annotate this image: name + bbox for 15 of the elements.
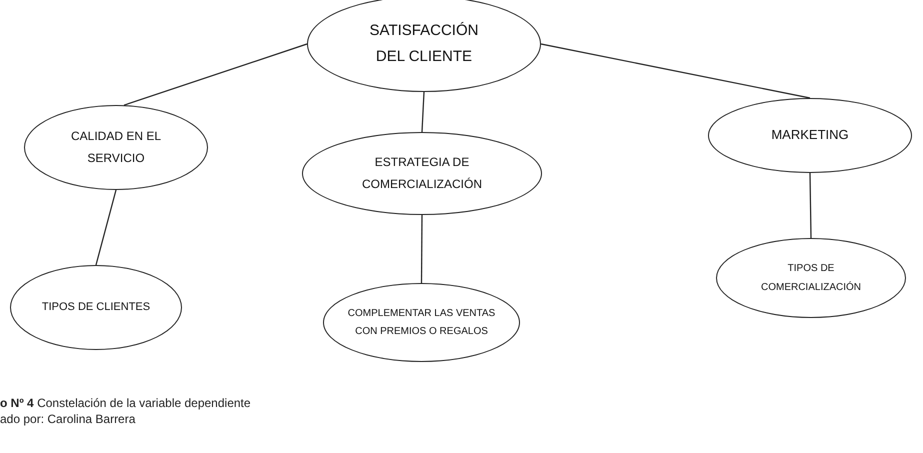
connector-line <box>809 172 812 238</box>
connector-line <box>124 43 308 106</box>
connector-line <box>540 43 810 99</box>
node-text: TIPOS DE COMERCIALIZACIÓN <box>760 262 862 295</box>
connector-line <box>421 92 425 132</box>
author-note: ado por: Carolina Barrera <box>0 412 136 426</box>
figure-caption: o Nº 4 Constelación de la variable dependiente <box>0 396 251 410</box>
node-text: ESTRATEGIA DE COMERCIALIZACIÓN <box>360 154 483 192</box>
connector-line <box>95 190 117 266</box>
connector-line <box>420 215 423 283</box>
node-text: MARKETING <box>771 126 849 144</box>
node-text: COMPLEMENTAR LAS VENTAS CON PREMIOS O REGALOS <box>346 307 496 338</box>
node-text: SATISFACCIÓN DEL CLIENTE <box>368 20 480 67</box>
node-text: CALIDAD EN EL SERVICIO <box>70 128 162 166</box>
node-text: TIPOS DE CLIENTES <box>42 300 150 315</box>
